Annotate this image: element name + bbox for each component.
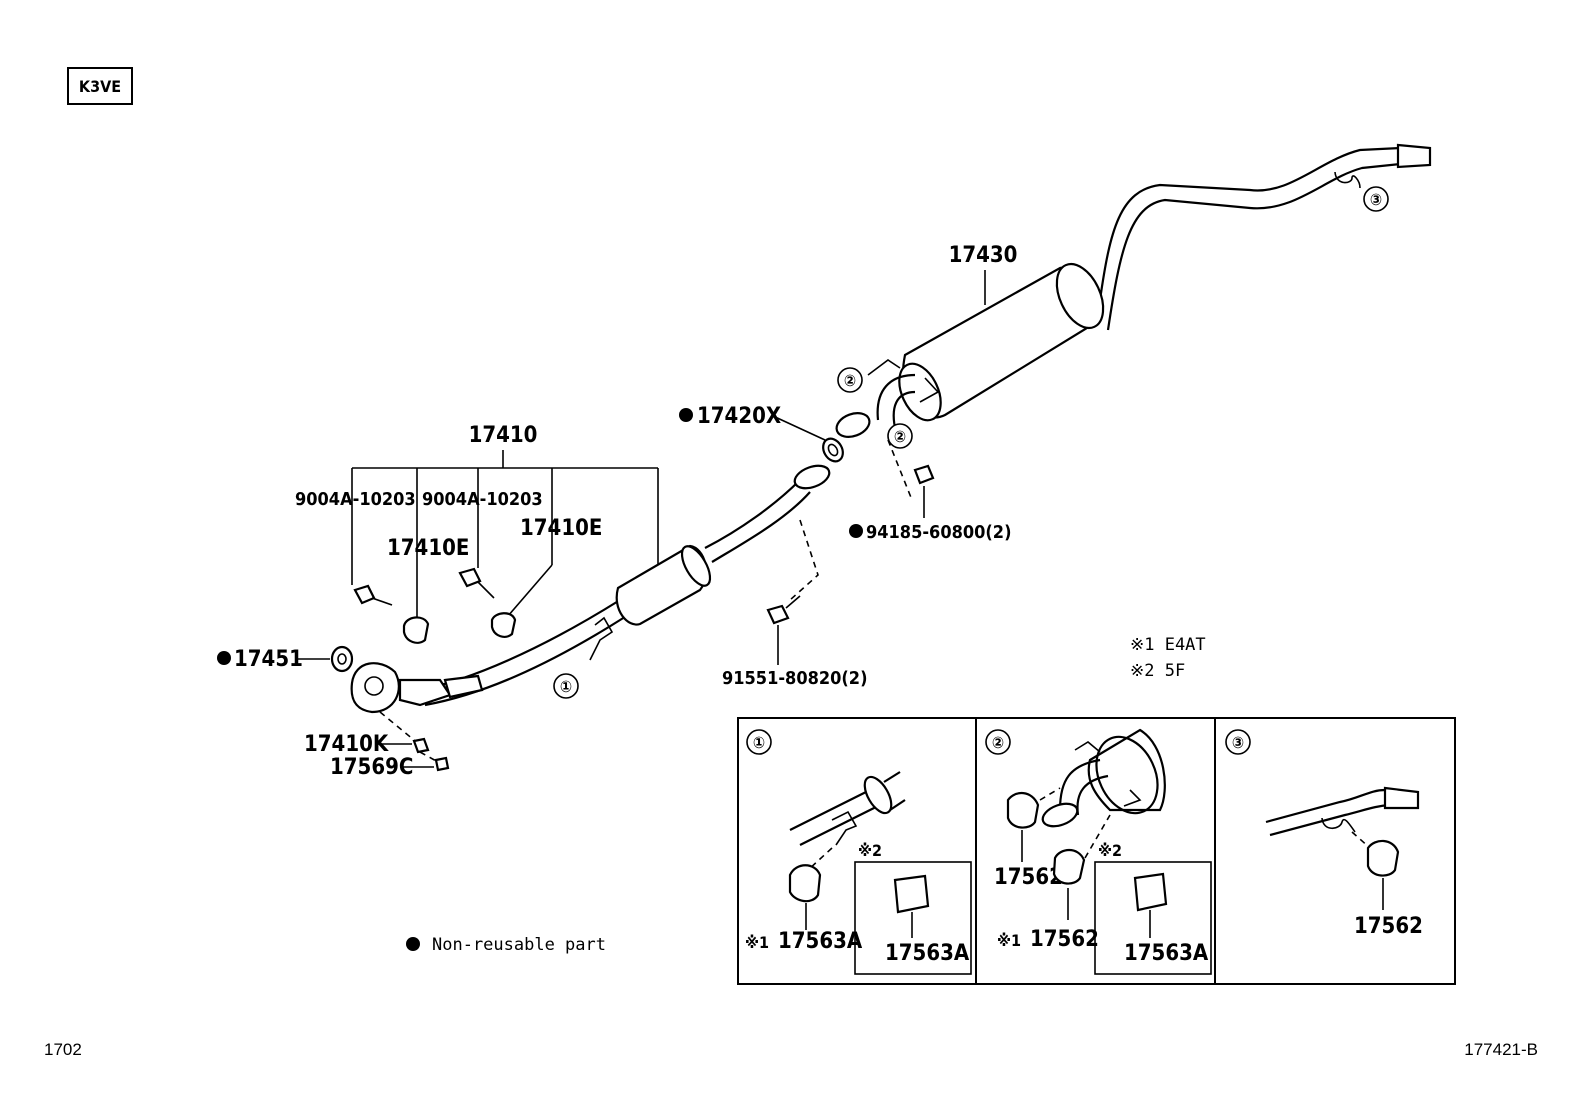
label-17420x: 17420X [697,404,781,429]
callout-1: ① [553,673,579,699]
clamp-17410e-right: 17410E [490,468,602,638]
non-reusable-legend: Non-reusable part [406,935,606,955]
svg-text:①: ① [753,733,765,752]
label-17569c: 17569C [330,755,413,780]
svg-text:②: ② [992,733,1004,752]
label-17562-inset2-c: 17562 [994,865,1063,890]
svg-text:※2: ※2 [858,841,882,860]
front-pipe-assy: 17410 [350,423,831,714]
callout-2-lower: ② [887,423,913,449]
inset-2: ② 17562 ※1 17562 ※2 17563A [985,728,1212,975]
label-9004a-left: 9004A-10203 [295,489,416,510]
label-94185: 94185-60800(2) [866,522,1011,543]
nut-94185: 94185-60800(2) [849,439,1011,543]
note-2: ※2 5F [1130,661,1185,681]
label-17410e-left: 17410E [387,536,469,561]
bolt-9004a-left: 9004A-10203 [295,468,416,606]
callout-3: ③ [1363,186,1389,212]
engine-code-box: K3VE [67,67,133,105]
engine-code: K3VE [79,77,121,96]
label-17563a-inset1-b: 17563A [778,929,863,954]
svg-text:※2: ※2 [1098,841,1122,860]
label-17562-inset3: 17562 [1354,914,1423,939]
svg-text:③: ③ [1370,190,1382,209]
label-9004a-right: 9004A-10203 [422,489,543,510]
inset-1: ① ※1 17563A ※2 17563A [745,729,972,975]
inset-3: ③ 17562 [1225,729,1423,939]
bolt-17569c: 17569C [330,751,450,780]
non-reusable-text: Non-reusable part [432,935,606,955]
label-17451: 17451 [234,647,303,672]
clamp-17410e-left: 17410E [387,468,469,644]
svg-text:②: ② [844,371,856,390]
label-17563a-inset2: 17563A [1124,941,1209,966]
gasket-17420x: 17420X [679,404,844,463]
label-17410: 17410 [469,423,538,448]
svg-text:※1: ※1 [745,933,769,952]
footer-left: 1702 [44,1040,82,1059]
svg-text:①: ① [560,677,572,696]
label-17410e-right: 17410E [520,516,602,541]
svg-text:③: ③ [1232,733,1244,752]
label-17563a-inset1-a: 17563A [885,941,970,966]
tail-pipe-muffler: 17430 [835,143,1432,438]
bolt-91551: 91551-80820(2) [722,519,867,689]
gasket-17451: 17451 [217,645,354,673]
label-17410k: 17410K [304,732,389,757]
label-91551: 91551-80820(2) [722,668,867,689]
spring-17410k: 17410K [304,711,430,757]
callout-2-upper: ② [837,367,863,393]
footer-right: 177421-B [1464,1040,1538,1059]
svg-text:※1: ※1 [997,931,1021,950]
label-17430: 17430 [949,243,1018,268]
note-1: ※1 E4AT [1130,635,1206,655]
svg-text:②: ② [894,427,906,446]
label-17562-inset2-b: 17562 [1030,927,1099,952]
bolt-9004a-right: 9004A-10203 [422,468,543,599]
